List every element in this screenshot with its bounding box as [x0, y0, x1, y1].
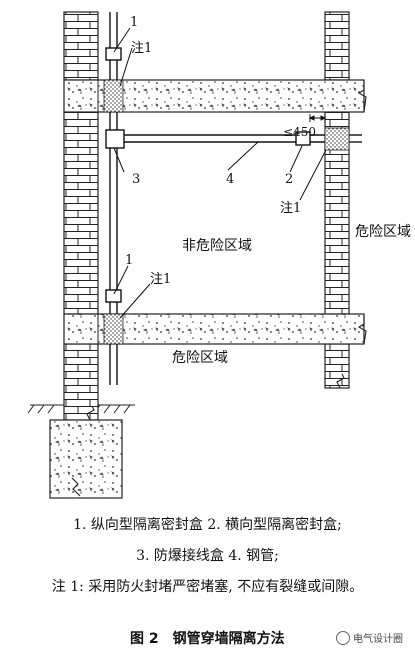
- label-note1-top: 注1: [131, 41, 152, 56]
- vertical-seal-box-middle: [105, 289, 122, 303]
- label-junction-box: 3: [132, 172, 140, 187]
- firestop-fill-lower-slab: [103, 313, 124, 345]
- wechat-icon: [336, 631, 350, 645]
- label-note1-right: 注1: [280, 201, 301, 216]
- explosion-proof-junction-box: [105, 129, 125, 149]
- caption-line-1: 1. 纵向型隔离密封盒 2. 横向型隔离密封盒;: [73, 517, 342, 533]
- dimension-line: [308, 114, 327, 122]
- label-seal-vertical-middle: 1: [125, 253, 133, 268]
- vertical-seal-box-top: [105, 47, 122, 61]
- wall-edge-lines: [63, 12, 99, 420]
- watermark-text: 电气设计圈: [353, 634, 403, 645]
- right-brick-wall-upper: [324, 11, 350, 81]
- left-brick-wall-middle: [63, 111, 99, 315]
- foundation-footing: [49, 419, 123, 499]
- label-hazardous-area-right: 危险区域: [355, 224, 411, 240]
- conduit-wall-isolation-diagram: 1 注1 3 4 ≤450 2 注1 1 注1 非危险区域 危险区域 危险区域: [27, 11, 411, 499]
- left-brick-wall-upper: [63, 11, 99, 81]
- horizontal-steel-conduit: [122, 134, 362, 143]
- caption-line-2: 3. 防爆接线盒 4. 钢管;: [136, 548, 279, 564]
- right-brick-wall-lower: [324, 343, 350, 389]
- label-steel-conduit: 4: [226, 172, 234, 187]
- label-seal-vertical-top: 1: [130, 15, 138, 30]
- label-dimension: ≤450: [283, 125, 316, 139]
- foundation-crack: [71, 477, 81, 497]
- label-note1-middle: 注1: [150, 272, 171, 287]
- label-hazardous-area-bottom: 危险区域: [172, 350, 228, 366]
- figure-title: 图 2 钢管穿墙隔离方法: [130, 631, 285, 647]
- firestop-fill-right-wall: [324, 127, 350, 151]
- firestop-fill-upper-slab: [103, 79, 124, 113]
- caption-line-3: 注 1: 采用防火封堵严密堵塞, 不应有裂缝或间隙。: [51, 579, 364, 595]
- watermark: 电气设计圈: [336, 630, 403, 645]
- label-non-hazardous-area: 非危险区域: [182, 238, 252, 254]
- break-marks: [75, 80, 367, 491]
- leader-lines: [113, 27, 327, 319]
- horizontal-seal-box: [295, 131, 311, 146]
- label-seal-horizontal: 2: [285, 172, 293, 187]
